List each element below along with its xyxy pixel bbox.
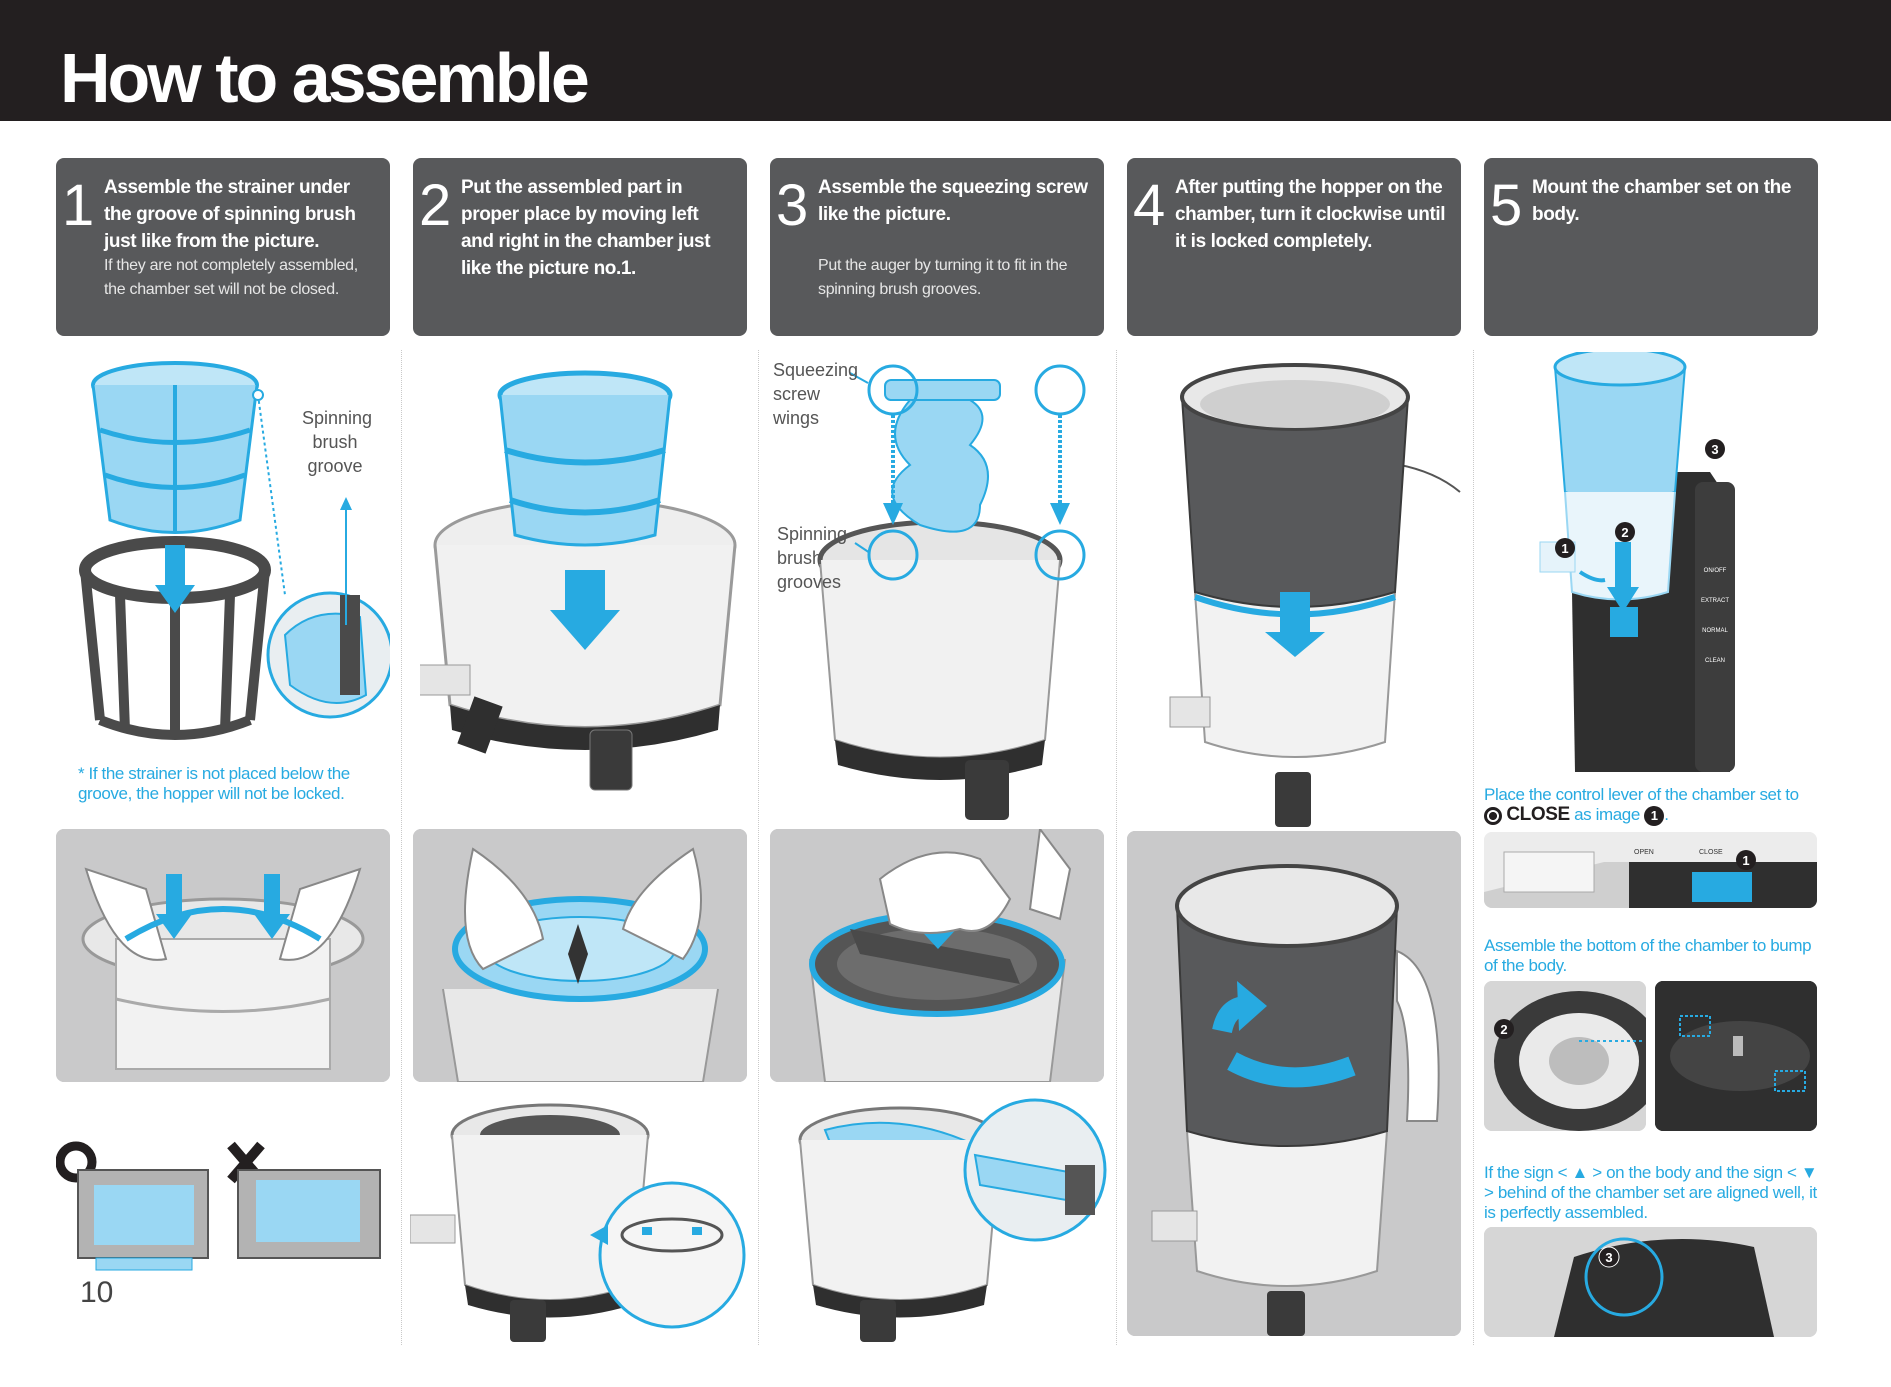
hopper-on-chamber-illustration xyxy=(1169,363,1461,827)
correct-incorrect-comparison xyxy=(56,1141,381,1271)
badge-3: 3 xyxy=(1711,442,1718,457)
label-line: screw xyxy=(773,384,821,404)
lever-close-instruction: Place the control lever of the chamber s… xyxy=(1484,785,1799,826)
hands-rotate-photo xyxy=(413,829,747,1082)
label-line: groove xyxy=(307,456,363,476)
page-title: How to assemble xyxy=(60,39,590,117)
step-3-note: Put the auger by turning it to fit in th… xyxy=(818,257,1068,298)
step-4-title: After putting the hopper on the chamber,… xyxy=(1175,177,1446,252)
step-4-number: 4 xyxy=(1133,173,1166,238)
strainer-warning-note: * If the strainer is not placed below th… xyxy=(78,764,350,803)
column-divider xyxy=(1473,350,1474,1345)
body-base-photo xyxy=(1655,981,1817,1131)
label-line: Spinning xyxy=(777,524,848,544)
body-button-label: CLEAN xyxy=(1705,658,1725,664)
squeezing-screw-wings-label: Squeezing screw wings xyxy=(773,358,858,430)
spinning-brush-groove-label: Spinning brush groove xyxy=(302,406,373,478)
badge-2: 2 xyxy=(1621,525,1628,540)
lever-open-label: OPEN xyxy=(1634,849,1654,856)
page-number: 10 xyxy=(80,1276,114,1309)
badge-3: 3 xyxy=(1605,1250,1612,1265)
bottom-bump-instruction: Assemble the bottom of the chamber to bu… xyxy=(1484,936,1812,975)
label-line: Squeezing xyxy=(773,360,859,380)
badge-2: 2 xyxy=(1500,1022,1507,1037)
step-1-note: If they are not completely assembled, th… xyxy=(104,257,358,298)
badge-1: 1 xyxy=(1742,853,1749,868)
control-lever-photo: OPEN CLOSE 1 xyxy=(1484,832,1817,908)
step-3-box: 3 Assemble the squeezing screw like the … xyxy=(770,158,1104,336)
step-2-box: 2 Put the assembled part in proper place… xyxy=(413,158,747,336)
sign-aligned-instruction: If the sign < ▲ > on the body and the si… xyxy=(1484,1163,1818,1222)
step-1-number: 1 xyxy=(62,173,95,238)
mount-chamber-on-body-illustration: ON/OFF EXTRACT NORMAL CLEAN 1 2 3 xyxy=(1539,352,1735,772)
chamber-bottom-photo: 2 xyxy=(1484,981,1646,1131)
step-3-number: 3 xyxy=(776,173,809,238)
label-line: Spinning xyxy=(302,408,373,428)
column-divider xyxy=(401,350,402,1345)
lever-instruction-text: Place the control lever of the chamber s… xyxy=(1484,785,1799,804)
spinning-brush-grooves-label: Spinning brush grooves xyxy=(777,522,847,594)
badge-1: 1 xyxy=(1644,805,1665,826)
column-divider xyxy=(758,350,759,1345)
step-4-box: 4 After putting the hopper on the chambe… xyxy=(1127,158,1461,336)
close-word: CLOSE xyxy=(1506,804,1570,825)
page-header: How to assemble xyxy=(0,0,1891,121)
step-5-number: 5 xyxy=(1490,173,1523,238)
step-5-title: Mount the chamber set on the body. xyxy=(1532,177,1792,225)
column-divider xyxy=(1116,350,1117,1345)
hands-strainer-photo xyxy=(56,829,390,1082)
chamber-assembly-illustration xyxy=(420,370,737,791)
body-button-label: EXTRACT xyxy=(1701,598,1729,604)
label-line: grooves xyxy=(777,572,842,592)
chamber-zoom-illustration xyxy=(410,1103,746,1342)
badge-1: 1 xyxy=(1561,541,1568,556)
body-button-label: NORMAL xyxy=(1702,628,1728,634)
strainer-brush-illustration xyxy=(79,361,390,740)
step-1-title: Assemble the strainer under the groove o… xyxy=(104,177,356,252)
hand-insert-screw-photo xyxy=(770,829,1104,1082)
correct-mark-icon xyxy=(56,1141,97,1183)
close-dial-icon xyxy=(1484,806,1502,825)
step-2-number: 2 xyxy=(419,173,452,238)
body-button-label: ON/OFF xyxy=(1704,568,1727,574)
lever-close-label: CLOSE xyxy=(1699,849,1723,856)
label-line: brush xyxy=(312,432,358,452)
step-2-title: Put the assembled part in proper place b… xyxy=(461,177,711,279)
label-line: wings xyxy=(773,408,820,428)
step-1-box: 1 Assemble the strainer under the groove… xyxy=(56,158,390,336)
step-5-box: 5 Mount the chamber set on the body. xyxy=(1484,158,1818,336)
squeezing-screw-illustration xyxy=(817,364,1086,820)
step-3-title: Assemble the squeezing screw like the pi… xyxy=(818,177,1088,225)
lever-instruction-suffix: as image xyxy=(1574,805,1640,824)
screw-zoom-illustration xyxy=(798,1098,1107,1342)
sign-alignment-photo: 3 xyxy=(1484,1227,1817,1337)
turn-hopper-photo xyxy=(1127,831,1461,1336)
label-line: brush xyxy=(777,548,823,568)
